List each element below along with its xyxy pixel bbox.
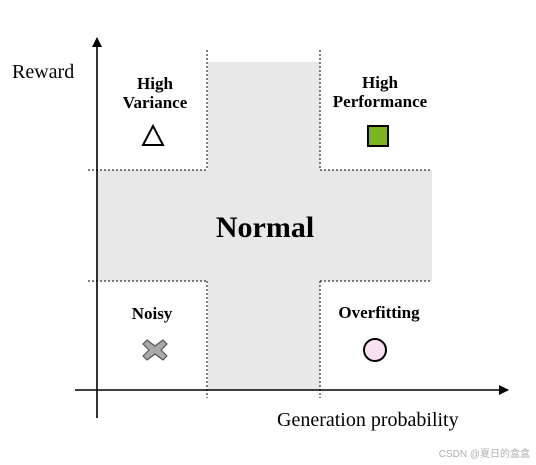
cross-icon — [142, 339, 168, 361]
quadrant-dividers — [88, 50, 432, 398]
square-icon — [367, 125, 389, 147]
high-performance-label-line2: Performance — [333, 92, 428, 111]
normal-label: Normal — [216, 211, 314, 244]
x-axis-label: Generation probability — [277, 409, 459, 431]
high-variance-label-line1: High — [137, 74, 173, 93]
overfitting-label: Overfitting — [338, 303, 420, 322]
y-axis-label: Reward — [12, 61, 74, 83]
watermark: CSDN @夏日的盒盒 — [439, 447, 530, 460]
high-variance-label-line2: Variance — [123, 93, 188, 112]
normal-region-horizontal — [97, 170, 432, 281]
normal-region — [97, 62, 432, 390]
high-performance-label-line1: High — [362, 73, 398, 92]
circle-icon — [363, 338, 387, 362]
triangle-icon — [141, 123, 165, 146]
noisy-label: Noisy — [132, 304, 173, 323]
